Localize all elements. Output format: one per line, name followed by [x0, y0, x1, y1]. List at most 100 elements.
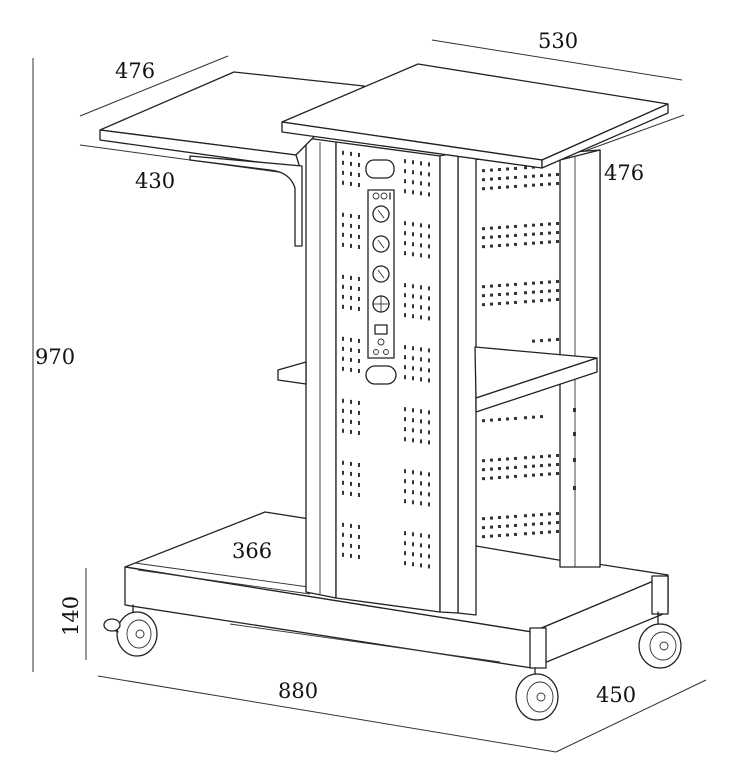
perforation-slot: [404, 437, 406, 442]
caster-wheels: [103, 604, 682, 721]
perforation-slot: [342, 480, 344, 485]
side-shelf-width-label: 430: [135, 169, 175, 193]
perforation-slot: [350, 275, 352, 280]
perforation-slot: [358, 172, 360, 177]
perforation-slot: [342, 460, 344, 465]
perforation-slot: [490, 226, 493, 230]
perforation-slot: [350, 409, 352, 414]
perforation-slot: [498, 168, 501, 172]
perforation-slot: [524, 175, 527, 179]
perforation-slot: [342, 170, 344, 175]
perforation-slot: [428, 162, 430, 167]
perforation-slot: [428, 430, 430, 435]
perforation-slot: [420, 243, 422, 248]
base-underside-edge: [229, 623, 501, 663]
perforation-slot: [358, 338, 360, 343]
perforation-slot: [358, 420, 360, 425]
perforation-slot: [420, 347, 422, 352]
perforation-slot: [412, 376, 414, 381]
perforation-slot: [573, 458, 576, 462]
cable-port-bottom: [365, 365, 397, 385]
perforation-slot: [412, 480, 414, 485]
perforation-slot: [420, 253, 422, 258]
overall-height-label: 970: [35, 345, 75, 369]
perforation-slot: [404, 499, 406, 504]
overall-width-label: 880: [278, 679, 318, 703]
perforation-slot: [404, 221, 406, 226]
perforation-slot: [482, 535, 485, 539]
perforation-slot: [358, 296, 360, 301]
perforation-slot: [350, 213, 352, 218]
perforation-slot: [532, 473, 535, 477]
base-depth-label: 450: [596, 683, 636, 707]
perforation-slot: [482, 169, 485, 173]
perforation-slot: [420, 533, 422, 538]
perforation-slot: [514, 242, 517, 246]
perforation-slot: [514, 523, 517, 527]
perforation-slot: [420, 481, 422, 486]
perforation-slot: [524, 532, 527, 536]
perforation-slot: [540, 531, 543, 535]
perforation-slot: [404, 469, 406, 474]
perforation-slot: [350, 491, 352, 496]
perforation-slot: [428, 224, 430, 229]
perforation-slot: [404, 561, 406, 566]
power-switch-icon: [374, 324, 388, 335]
perforation-slot: [412, 562, 414, 567]
perforation-slot: [556, 462, 559, 466]
side-shelf-bracket: [189, 155, 303, 247]
perforation-slot: [490, 177, 493, 181]
socket-icon: [372, 235, 390, 253]
perforation-slot: [412, 428, 414, 433]
perforation-slot: [358, 544, 360, 549]
perforation-slot: [506, 283, 509, 287]
perforation-slot: [420, 161, 422, 166]
perforation-slot: [490, 458, 493, 462]
perforation-slot: [490, 244, 493, 248]
top-shelf-side-edge: [541, 103, 669, 169]
base-corner-bracket: [651, 575, 669, 615]
perforation-slot: [412, 438, 414, 443]
perforation-slot: [342, 284, 344, 289]
top-shelf-width-dimension-line: [431, 39, 683, 81]
perforation-slot: [342, 522, 344, 527]
perforation-slot: [532, 531, 535, 535]
perforation-slot: [412, 500, 414, 505]
perforation-slot: [498, 186, 501, 190]
perforation-slot: [514, 291, 517, 295]
perforation-slot: [498, 226, 501, 230]
perforation-slot: [482, 245, 485, 249]
perforation-slot: [358, 348, 360, 353]
perforation-slot: [428, 368, 430, 373]
perforation-slot: [420, 233, 422, 238]
perforation-slot: [498, 525, 501, 529]
perforation-slot: [358, 182, 360, 187]
perforation-slot: [548, 280, 551, 284]
perforation-slot: [514, 300, 517, 304]
perforation-slot: [524, 166, 527, 170]
perforation-slot: [350, 461, 352, 466]
perforation-slot: [482, 419, 485, 423]
perforation-slot: [404, 375, 406, 380]
dimension-labels: 476 530 476 430 970 140 366 880 450: [35, 29, 644, 707]
side-shelf-depth-dimension-line: [79, 55, 229, 117]
perforation-slot: [573, 432, 576, 436]
perforation-slot: [532, 415, 535, 419]
perforation-slot: [358, 524, 360, 529]
perforation-slot: [358, 410, 360, 415]
perforation-slot: [540, 299, 543, 303]
perforation-slot: [540, 473, 543, 477]
perforation-slot: [482, 459, 485, 463]
perforation-slot: [342, 336, 344, 341]
caster-wheel-rear-right: [638, 611, 682, 669]
perforation-slot: [548, 222, 551, 226]
perforation-slot: [482, 227, 485, 231]
perforation-slot: [490, 235, 493, 239]
perforation-slot: [532, 281, 535, 285]
perforation-slot: [506, 515, 509, 519]
perforation-slot: [404, 293, 406, 298]
perforation-slot: [420, 439, 422, 444]
perforation-slot: [532, 241, 535, 245]
perforation-slot: [548, 240, 551, 244]
